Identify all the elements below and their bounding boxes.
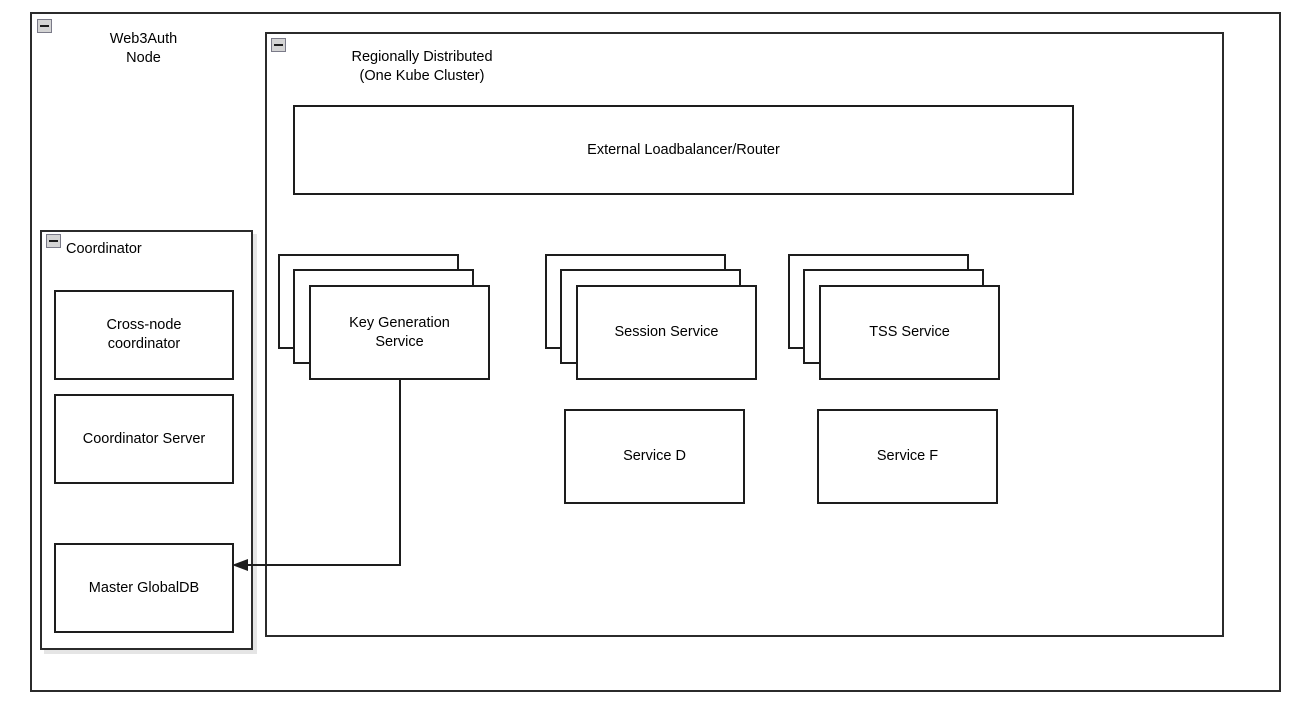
minus-collapse-icon-web3auth-node[interactable] [37,19,52,33]
node-coordinator-server[interactable]: Coordinator Server [54,394,234,484]
stacked-node-key-generation-service[interactable]: Key Generation Service [278,254,490,380]
stack-layer-front-session-service[interactable]: Session Service [576,285,757,380]
minus-collapse-icon-coordinator[interactable] [46,234,61,248]
node-cross-node-coordinator[interactable]: Cross-node coordinator [54,290,234,380]
group-title-coordinator: Coordinator [66,241,142,257]
node-service-d[interactable]: Service D [564,409,745,504]
node-service-f[interactable]: Service F [817,409,998,504]
node-external-loadbalancer-router[interactable]: External Loadbalancer/Router [293,105,1074,195]
stacked-node-tss-service[interactable]: TSS Service [788,254,1000,380]
stack-layer-front-key-generation-service[interactable]: Key Generation Service [309,285,490,380]
group-title-kube-cluster: Regionally Distributed (One Kube Cluster… [351,49,493,84]
stacked-node-session-service[interactable]: Session Service [545,254,757,380]
stack-layer-front-tss-service[interactable]: TSS Service [819,285,1000,380]
group-title-web3auth-node: Web3Auth Node [109,31,178,66]
minus-collapse-icon-kube-cluster[interactable] [271,38,286,52]
node-master-globaldb[interactable]: Master GlobalDB [54,543,234,633]
